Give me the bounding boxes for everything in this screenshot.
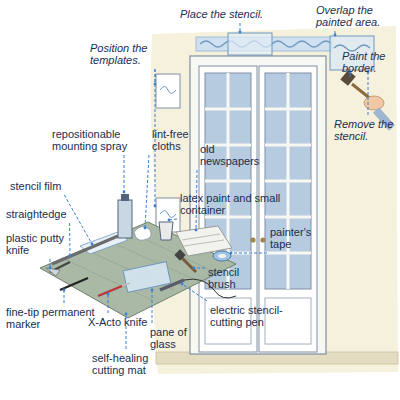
tool-label: lint-free cloths [152, 128, 204, 152]
tool-label: plastic putty knife [6, 232, 78, 256]
leader-line [182, 284, 207, 301]
leader-dot [123, 191, 126, 194]
leader-dot [239, 31, 242, 34]
tools-part [60, 278, 88, 290]
templates [156, 74, 180, 232]
leader-line [145, 155, 149, 228]
leader-dot [154, 205, 157, 208]
cutting-mat-part [40, 222, 236, 318]
leader-dot [144, 227, 147, 230]
tool-label: stencil film [10, 180, 61, 192]
leader-dot [63, 289, 66, 292]
leader-line [152, 290, 153, 323]
leader-dot [151, 289, 154, 292]
tool-label: stencil brush [208, 266, 264, 290]
leader-dot [49, 267, 52, 270]
tools-part [180, 256, 196, 272]
wall [151, 26, 398, 374]
stencil-border [196, 33, 332, 55]
leader-dot [107, 293, 110, 296]
tool-label: painter's tape [270, 226, 330, 250]
tool-label: straightedge [6, 208, 67, 220]
tools-part [118, 200, 132, 238]
leader-line [124, 155, 125, 192]
tools-part [121, 194, 129, 201]
tools-part [122, 283, 130, 286]
tools-part [218, 254, 226, 258]
leader-dot [91, 243, 94, 246]
leader-line [69, 223, 70, 256]
tools-part [160, 280, 184, 290]
leader-dot [230, 252, 233, 255]
tool-label: electric stencil-cutting pen [210, 304, 310, 328]
leader-dot [334, 34, 337, 37]
step-note: Overlap the painted area. [316, 4, 396, 28]
tools-part [134, 226, 151, 240]
leader-dot [181, 283, 184, 286]
leader-dot [193, 267, 196, 270]
tool-label: old newspapers [200, 143, 270, 167]
stencil-border-part [228, 33, 272, 55]
tool-label: X-Acto knife [88, 316, 147, 328]
leader-line [64, 290, 65, 303]
step-note: Position the templates. [90, 42, 164, 66]
tools-part [46, 268, 60, 276]
french-doors-part [260, 237, 265, 242]
templates-part [160, 87, 176, 94]
tools-part [174, 249, 185, 260]
leader-dot [125, 313, 128, 316]
tools-part [213, 251, 231, 261]
leader-dot [195, 229, 198, 232]
stencil-and-hand [330, 36, 392, 128]
tool-label: fine-tip permanent marker [6, 306, 96, 330]
french-doors-part [250, 237, 255, 242]
templates-part [156, 74, 180, 108]
step-note: Place the stencil. [180, 8, 263, 20]
tool-label: latex paint and small container [180, 192, 302, 216]
leader-line [368, 72, 369, 115]
leader-line [231, 253, 267, 254]
tools-part [159, 222, 173, 240]
wall-part [151, 26, 398, 374]
tools-part [98, 286, 122, 296]
tool-label: self-healing cutting mat [92, 352, 168, 376]
step-note: Paint the border. [342, 50, 396, 74]
leader-line [64, 195, 92, 244]
tool-label: repositionable mounting spray [52, 128, 152, 152]
step-note: Remove the stencil. [334, 118, 398, 142]
cutting-mat [40, 222, 236, 318]
leader-dot [168, 219, 171, 222]
leader-line [108, 294, 109, 313]
tool-label: pane of glass [150, 326, 196, 350]
french-doors-part [205, 73, 311, 289]
leader-line [194, 268, 205, 269]
tools-part [182, 234, 224, 246]
templates-part [160, 211, 176, 218]
stencil-and-hand-part [364, 96, 384, 110]
leader-dot [69, 255, 72, 258]
